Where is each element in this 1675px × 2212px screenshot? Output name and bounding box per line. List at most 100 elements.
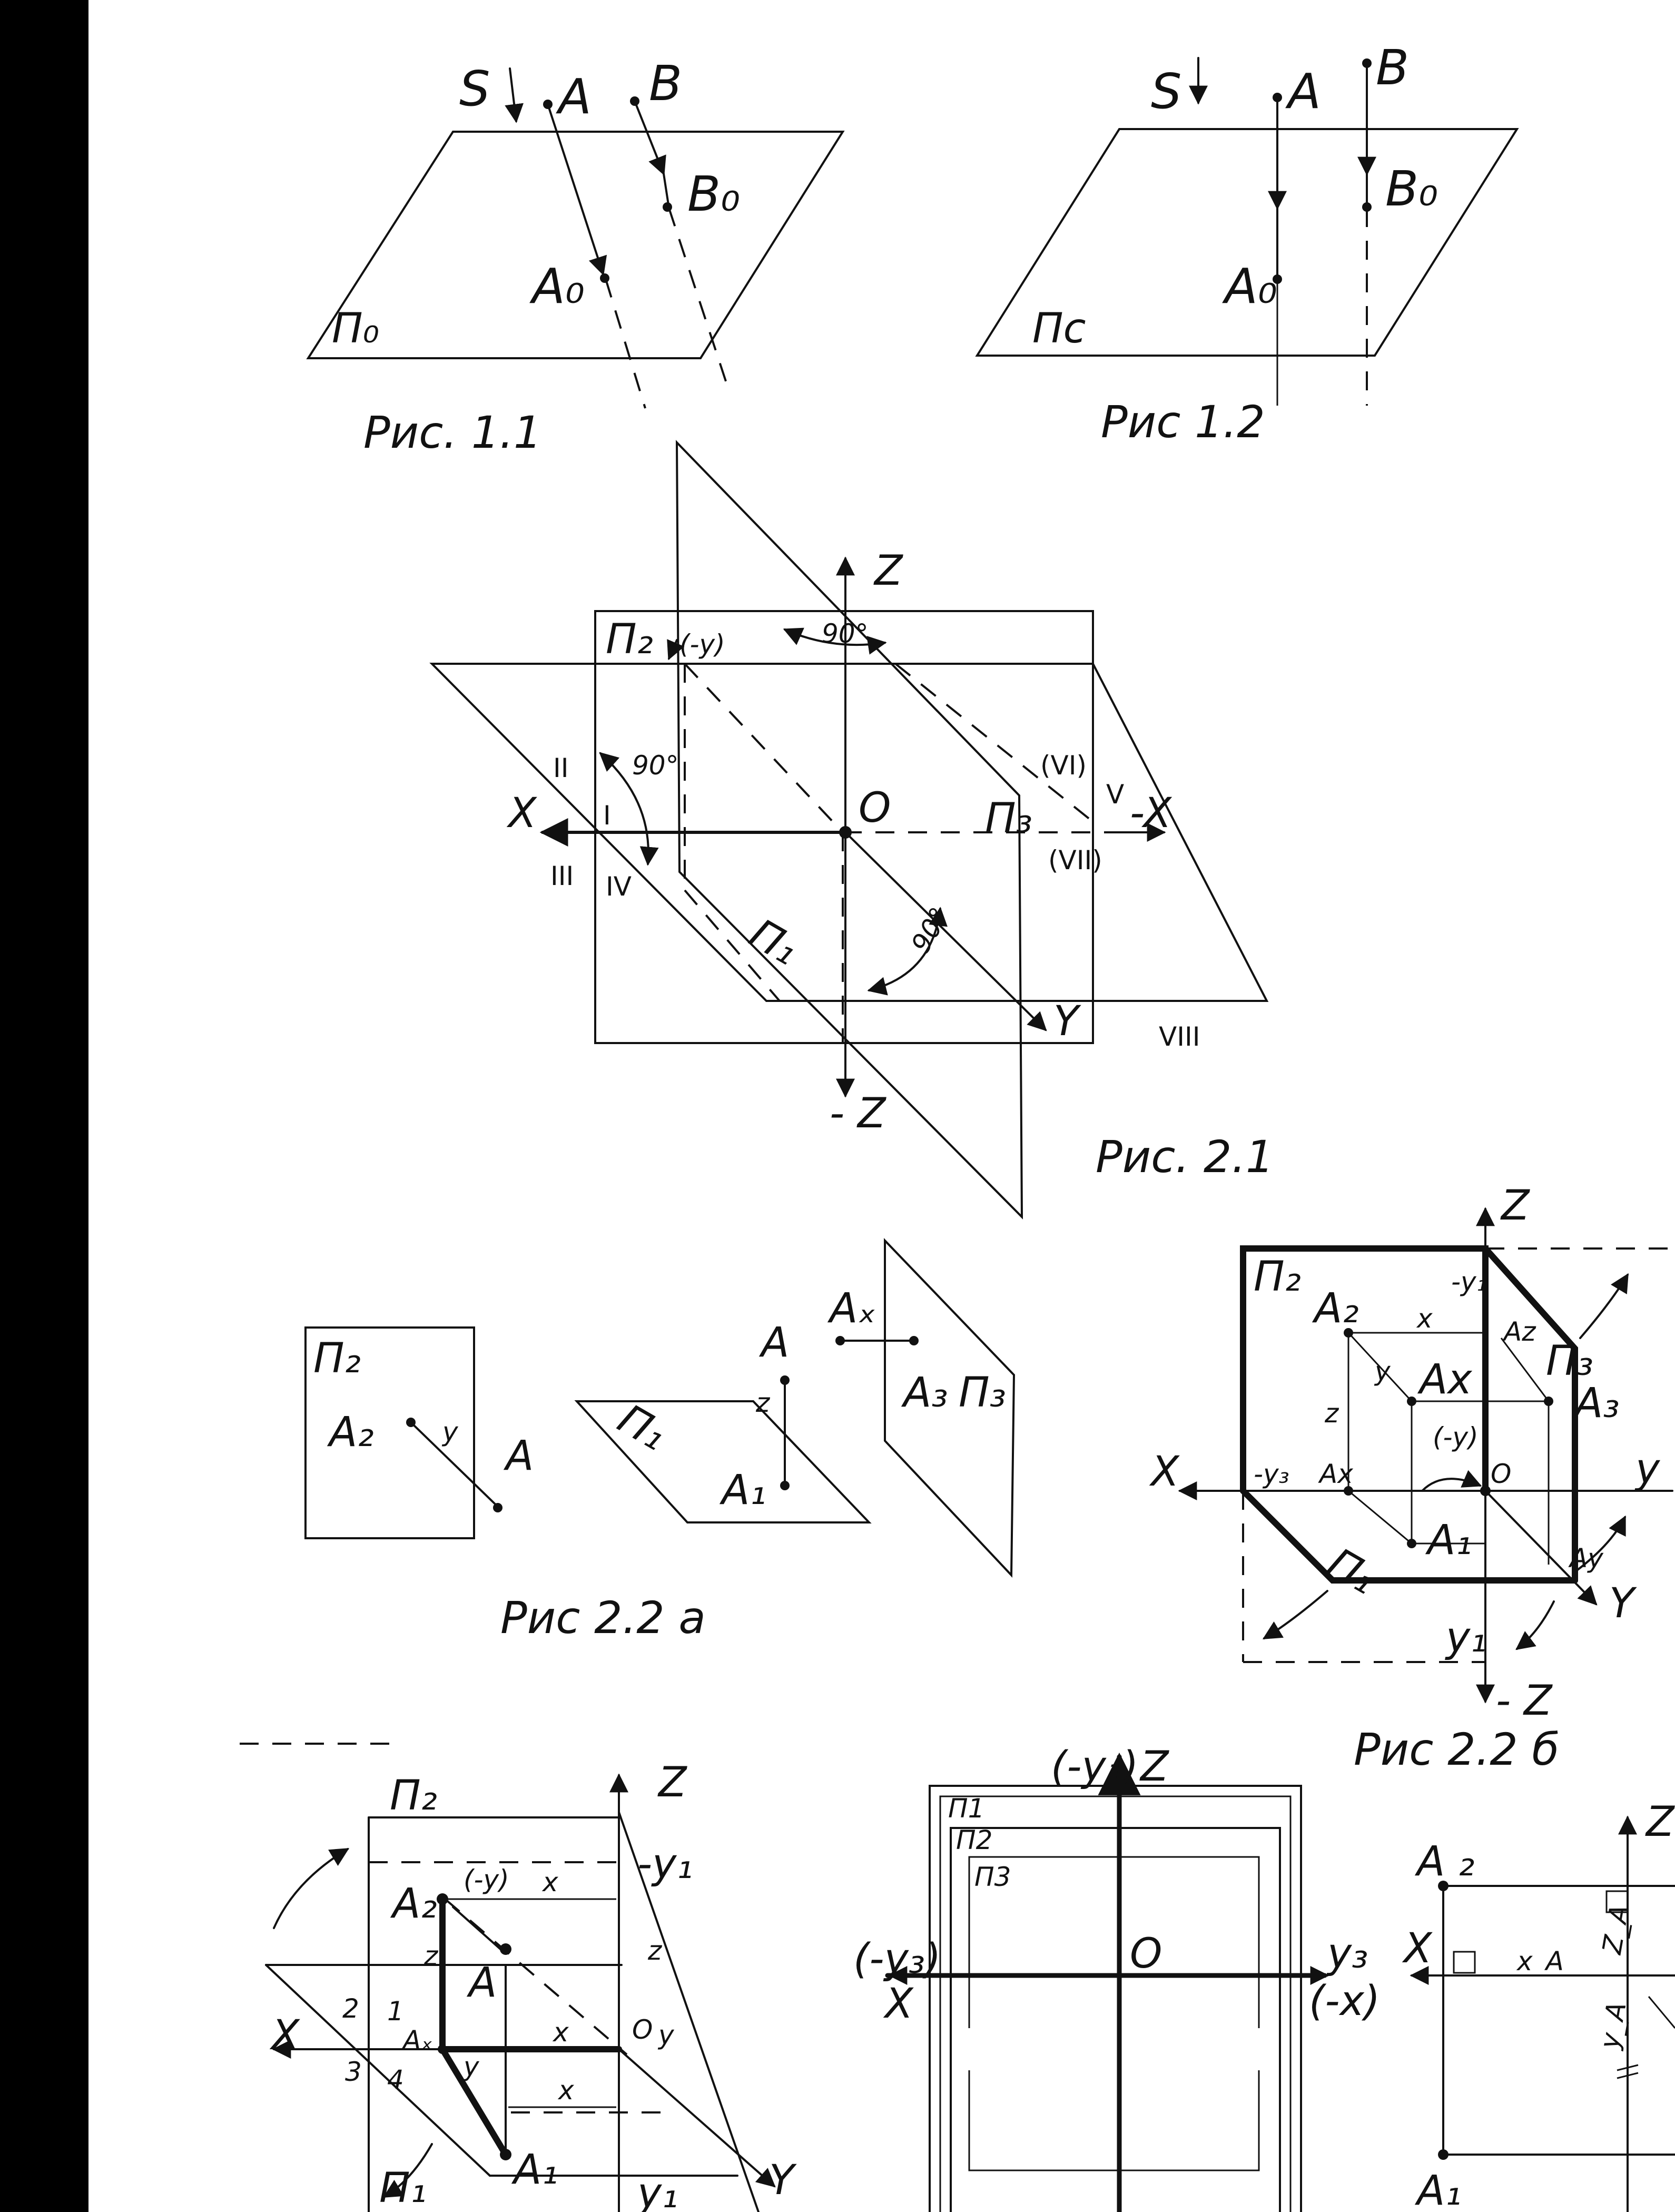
- caption-1-2: Рис 1.2: [1101, 396, 1265, 448]
- label-neg-z: - Z: [1496, 1677, 1553, 1725]
- label-p3: П₃: [1546, 1338, 1593, 1385]
- label-plane: Пс: [1032, 305, 1086, 352]
- label-y-axis-small: y: [657, 2020, 675, 2050]
- label-o: O: [859, 784, 891, 832]
- num-1: 1: [387, 1996, 404, 2027]
- point-b0: [1362, 202, 1372, 212]
- label-o: O: [632, 2014, 653, 2045]
- label-p1: П₁: [379, 2165, 427, 2212]
- label-y-small: y: [462, 2051, 480, 2082]
- plane-p3: [675, 440, 1023, 1220]
- label-b0: B₀: [1385, 161, 1438, 217]
- label-o: O: [1491, 1459, 1511, 1489]
- label-angle-left: 90°: [632, 750, 679, 781]
- label-x-mid: x: [552, 2017, 569, 2048]
- label-a: A: [556, 68, 592, 125]
- plane-pc: [975, 128, 1519, 357]
- label-angle-top: 90°: [822, 618, 869, 649]
- label-neg-y3: -y₃: [1254, 1459, 1289, 1489]
- label-z: Z: [657, 1759, 687, 1806]
- label-a0: A₀: [529, 258, 585, 314]
- origin-o: [839, 826, 852, 839]
- label-a-mid: A: [758, 1319, 789, 1366]
- label-neg-y1: (-y₁): [1051, 1743, 1138, 1791]
- label-z: Z: [1139, 1743, 1169, 1791]
- label-xa: x_A: [1516, 1946, 1564, 1977]
- label-x: X: [269, 2012, 300, 2059]
- caption-2-2b: Рис 2.2 б: [1354, 1724, 1559, 1775]
- label-neg-y: (-y): [464, 1864, 509, 1895]
- point-b: [630, 96, 639, 106]
- label-a2: A ₂: [1414, 1838, 1474, 1885]
- label-p1: П1: [948, 1793, 984, 1824]
- label-x: X: [1402, 1925, 1433, 1972]
- label-o: O: [1130, 1930, 1162, 1978]
- label-neg-y-small: (-y): [1433, 1422, 1479, 1452]
- figure-2-2b: Z - Z X Y y П₂ П₁ П₃ A₂ Az Ax A₃ A₁ Ay A…: [1149, 1182, 1673, 1775]
- octant-2: II: [553, 753, 569, 783]
- label-p2: П₂: [313, 1335, 361, 1382]
- label-a1: A₁: [1414, 2167, 1462, 2212]
- figure-2-4: (-y₁) Z П1 П2 П3 (-y₃) X O y₃ (-x): [853, 1743, 1380, 2212]
- label-x: X: [1149, 1448, 1180, 1496]
- label-z: Z: [873, 547, 903, 595]
- label-ax: Aₓ: [401, 2025, 432, 2056]
- label-b0: B₀: [687, 166, 740, 222]
- label-az: Az: [1502, 1316, 1536, 1347]
- label-a: A: [1285, 63, 1321, 120]
- label-y: Y: [769, 2157, 797, 2204]
- label-a0: A₀: [1222, 258, 1277, 314]
- label-s: S: [1151, 63, 1181, 120]
- figure-2-2a: П₂ A₂ y A П₁ A z A₁ Aₓ A₃ П₃ Рис 2.2 а: [304, 1238, 1016, 1644]
- label-ya: y_A: [1594, 2000, 1632, 2052]
- label-y: Y: [1609, 1580, 1637, 1627]
- label-z-small: z: [423, 1941, 439, 1971]
- plane-p0: [306, 131, 845, 359]
- label-p3: П3: [974, 1862, 1011, 1892]
- label-a1: A₁: [1425, 1517, 1472, 1564]
- scan-border: [0, 0, 88, 2212]
- label-neg-x: (-x): [1309, 1978, 1380, 2025]
- label-z: z: [755, 1388, 771, 1418]
- label-y: Y: [1053, 998, 1081, 1045]
- label-p1: П₁: [610, 1395, 675, 1460]
- label-x-top: x: [541, 1867, 558, 1898]
- num-2: 2: [342, 1993, 359, 2024]
- figure-2-3: П₂ Z -y₁ y₁ X Y O A₂ A Aₓ A₁ П₁ (-y) x x…: [240, 1743, 797, 2212]
- point-a0: [600, 273, 609, 283]
- point-a0: [1273, 274, 1282, 284]
- label-ax-inner: Ax: [1417, 1356, 1472, 1403]
- label-neg-y1: -y₁: [637, 1841, 693, 1888]
- point-a: [543, 100, 553, 109]
- label-z: Z: [1500, 1182, 1530, 1230]
- label-b: B: [649, 55, 682, 112]
- label-y: y: [441, 1417, 459, 1447]
- octant-3: III: [550, 861, 574, 891]
- octant-5: V: [1106, 779, 1124, 810]
- label-y1: y₁: [1445, 1614, 1486, 1662]
- label-a2: A₂: [390, 1880, 437, 1928]
- label-neg-y3: (-y₃): [853, 1935, 941, 1983]
- label-s: S: [459, 61, 490, 117]
- octant-8: VIII: [1159, 1021, 1200, 1052]
- label-y-small: y: [1374, 1356, 1391, 1387]
- label-a1: A₁: [719, 1467, 766, 1514]
- label-za: Z_A: [1597, 1902, 1635, 1957]
- label-p2: П₂: [606, 616, 653, 663]
- label-a3: A₃: [1572, 1380, 1620, 1427]
- figure-2-5: A ₂ A₁ Z X x_A Z_A y_A: [1402, 1798, 1675, 2212]
- figure-2-1: Z - Z X -X Y O П₃ П₂ П₁ (-y) 90° 90° 90°…: [429, 440, 1274, 1220]
- label-a2: A₂: [327, 1409, 374, 1456]
- octant-6: (VI): [1040, 750, 1087, 781]
- plane-p3: [884, 1238, 1016, 1578]
- octant-1: I: [603, 800, 611, 831]
- plane-p2: [304, 1326, 475, 1539]
- label-p3: П₃: [985, 795, 1032, 842]
- point-b: [1362, 58, 1372, 68]
- label-y1: y₁: [636, 2170, 678, 2212]
- label-ax: Ax: [1318, 1459, 1353, 1489]
- figure-1-1: S A B B₀ A₀ П₀ Рис. 1.1: [306, 55, 845, 458]
- label-p3: П₃: [959, 1369, 1006, 1417]
- label-plane: П₀: [332, 305, 379, 352]
